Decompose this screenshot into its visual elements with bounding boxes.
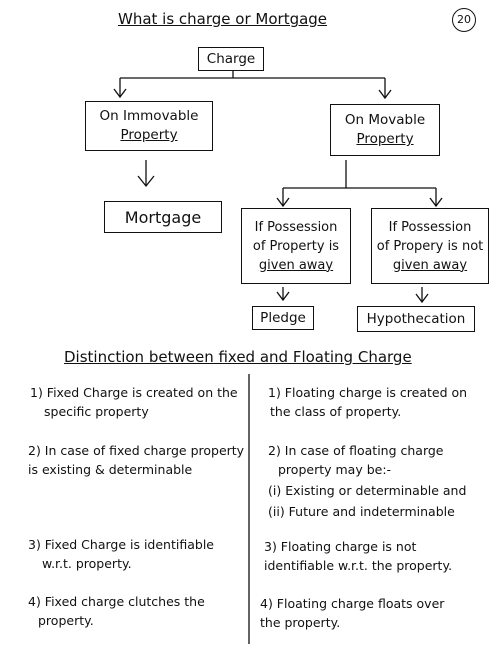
floating-point-3: 3) Floating charge is not identifiable w… (264, 539, 453, 573)
pledge-box: Pledge (252, 306, 314, 330)
page-number-badge: 20 (452, 8, 476, 32)
floating-point-4: 4) Floating charge floats over the prope… (260, 596, 445, 630)
possession-not-given-box: If Possession of Propery is not given aw… (371, 208, 489, 284)
charge-box: Charge (198, 47, 264, 71)
floating-point-2: 2) In case of floating charge property m… (268, 443, 467, 519)
fixed-point-3: 3) Fixed Charge is identifiable w.r.t. p… (28, 537, 214, 571)
movable-property-box: On Movable Property (330, 104, 440, 156)
mortgage-box: Mortgage (104, 201, 222, 233)
fixed-point-4: 4) Fixed charge clutches the property. (28, 594, 205, 628)
hypothecation-box: Hypothecation (357, 306, 475, 332)
fixed-point-1: 1) Fixed Charge is created on the specif… (30, 385, 238, 419)
immovable-property-box: On Immovable Property (85, 101, 213, 151)
fixed-point-2: 2) In case of fixed charge property is e… (28, 443, 245, 477)
distinction-heading: Distinction between fixed and Floating C… (64, 348, 412, 366)
page-title: What is charge or Mortgage (118, 10, 328, 28)
floating-point-1: 1) Floating charge is created on the cla… (268, 385, 468, 419)
possession-given-box: If Possession of Property is given away (241, 208, 351, 284)
